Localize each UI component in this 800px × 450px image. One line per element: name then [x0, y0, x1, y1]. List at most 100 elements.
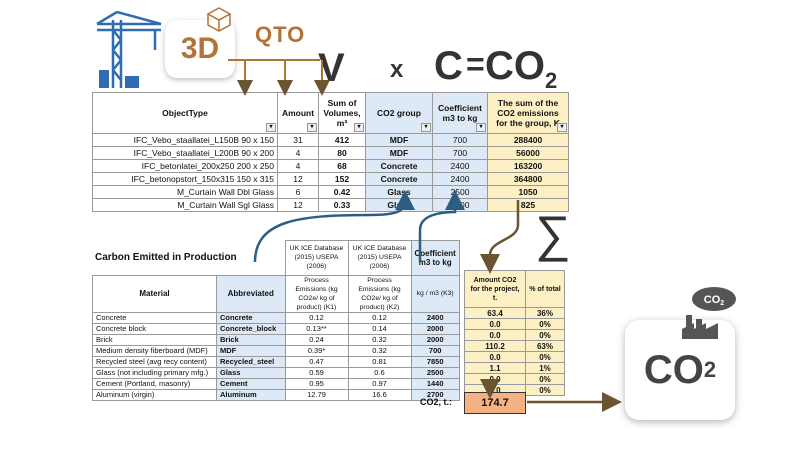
cell[interactable]: 700: [432, 133, 488, 147]
col-amount[interactable]: Amount▾: [277, 92, 319, 134]
cell[interactable]: 0.6: [347, 366, 412, 379]
cell[interactable]: 68: [318, 159, 366, 173]
cell[interactable]: 0.47: [284, 355, 349, 368]
cell[interactable]: 0.32: [347, 333, 412, 346]
cell[interactable]: Concrete: [365, 172, 433, 186]
cell[interactable]: 2400: [432, 172, 488, 186]
cell[interactable]: 0.12: [284, 311, 349, 324]
cell[interactable]: 0.95: [284, 377, 349, 390]
cell[interactable]: MDF: [365, 133, 433, 147]
cell[interactable]: 0.24: [284, 333, 349, 346]
cell[interactable]: 700: [410, 344, 460, 357]
cell[interactable]: 2500: [432, 198, 488, 212]
cell[interactable]: 1%: [525, 362, 565, 374]
cell[interactable]: 2400: [410, 311, 460, 324]
cell[interactable]: Medium density fiberboard (MDF): [92, 344, 217, 357]
cell[interactable]: Concrete: [92, 311, 217, 324]
cell[interactable]: Concrete block: [92, 322, 217, 335]
cell[interactable]: 2500: [432, 185, 488, 199]
cell[interactable]: 0.0: [464, 373, 526, 385]
cell[interactable]: Glass: [365, 198, 433, 212]
cell[interactable]: 56000: [487, 146, 569, 160]
cell[interactable]: 152: [318, 172, 366, 186]
cell[interactable]: 1.1: [464, 362, 526, 374]
cell[interactable]: Cement: [216, 377, 286, 390]
cell[interactable]: Glass: [216, 366, 286, 379]
cell[interactable]: 364800: [487, 172, 569, 186]
cell[interactable]: 110.2: [464, 340, 526, 352]
cell[interactable]: IFC_Vebo_staallatei_L150B 90 x 150: [92, 133, 278, 147]
cell[interactable]: 2400: [432, 159, 488, 173]
cell[interactable]: 0.0: [464, 318, 526, 330]
cell[interactable]: Recycled steel (avg recy content): [92, 355, 217, 368]
cell[interactable]: 412: [318, 133, 366, 147]
cell[interactable]: Brick: [216, 333, 286, 346]
cell[interactable]: 0.97: [347, 377, 412, 390]
cell[interactable]: M_Curtain Wall Sgl Glass: [92, 198, 278, 212]
cell[interactable]: Brick: [92, 333, 217, 346]
cell[interactable]: 2000: [410, 333, 460, 346]
cell[interactable]: Glass: [365, 185, 433, 199]
cell[interactable]: 0.59: [284, 366, 349, 379]
cell[interactable]: 12: [277, 198, 319, 212]
cell[interactable]: IFC_betonopstort_150x315 150 x 315: [92, 172, 278, 186]
cell[interactable]: Aluminum: [216, 388, 286, 401]
cell[interactable]: 2000: [410, 322, 460, 335]
cell[interactable]: IFC_Vebo_staallatei_L200B 90 x 200: [92, 146, 278, 160]
col-co2group[interactable]: CO2 group▾: [365, 92, 433, 134]
cell[interactable]: 0.13**: [284, 322, 349, 335]
col-objecttype[interactable]: ObjectType▾: [92, 92, 278, 134]
cell[interactable]: 63.4: [464, 307, 526, 319]
cell[interactable]: 12: [277, 172, 319, 186]
cell[interactable]: 1440: [410, 377, 460, 390]
cell[interactable]: 0.33: [318, 198, 366, 212]
cell[interactable]: Concrete: [365, 159, 433, 173]
cell[interactable]: Recycled_steel: [216, 355, 286, 368]
cell[interactable]: MDF: [216, 344, 286, 357]
cell[interactable]: 2700: [410, 388, 460, 401]
cell[interactable]: 163200: [487, 159, 569, 173]
col-coefficient[interactable]: Coefficient m3 to kg▾: [432, 92, 488, 134]
cell[interactable]: Cement (Portland, masonry): [92, 377, 217, 390]
cell[interactable]: Aluminum (virgin): [92, 388, 217, 401]
cell[interactable]: Glass (not including primary mfg.): [92, 366, 217, 379]
cell[interactable]: 16.6: [347, 388, 412, 401]
cell[interactable]: 0%: [525, 318, 565, 330]
cell[interactable]: 0%: [525, 351, 565, 363]
cell[interactable]: IFC_betonlatei_200x250 200 x 250: [92, 159, 278, 173]
cell[interactable]: 4: [277, 146, 319, 160]
cell[interactable]: 0.14: [347, 322, 412, 335]
cell[interactable]: 7850: [410, 355, 460, 368]
cell[interactable]: 0%: [525, 373, 565, 385]
cell[interactable]: 0.81: [347, 355, 412, 368]
cell[interactable]: 0.42: [318, 185, 366, 199]
cell[interactable]: 63%: [525, 340, 565, 352]
col-volumes[interactable]: Sum of Volumes, m³▾: [318, 92, 366, 134]
cell[interactable]: 6: [277, 185, 319, 199]
cell[interactable]: 36%: [525, 307, 565, 319]
cell[interactable]: Concrete: [216, 311, 286, 324]
cell[interactable]: 0%: [525, 329, 565, 341]
cell[interactable]: 700: [432, 146, 488, 160]
cell[interactable]: 0.39*: [284, 344, 349, 357]
cell[interactable]: 288400: [487, 133, 569, 147]
cell[interactable]: MDF: [365, 146, 433, 160]
cell[interactable]: 1050: [487, 185, 569, 199]
cell[interactable]: 0.12: [347, 311, 412, 324]
col-co2sum[interactable]: The sum of the CO2 emissions for the gro…: [487, 92, 569, 134]
cell[interactable]: 4: [277, 159, 319, 173]
col-k2: Process Emissions (kg CO2e/ kg of produc…: [347, 274, 412, 313]
cell[interactable]: 0.0: [464, 329, 526, 341]
crane-icon: [96, 10, 162, 88]
cell[interactable]: 31: [277, 133, 319, 147]
cell[interactable]: 2500: [410, 366, 460, 379]
cell[interactable]: 80: [318, 146, 366, 160]
cell[interactable]: 12.79: [284, 388, 349, 401]
cell[interactable]: Concrete_block: [216, 322, 286, 335]
cell[interactable]: M_Curtain Wall Dbl Glass: [92, 185, 278, 199]
cell[interactable]: 0%: [525, 384, 565, 396]
cell[interactable]: 0.32: [347, 344, 412, 357]
cell[interactable]: 0.0: [464, 351, 526, 363]
